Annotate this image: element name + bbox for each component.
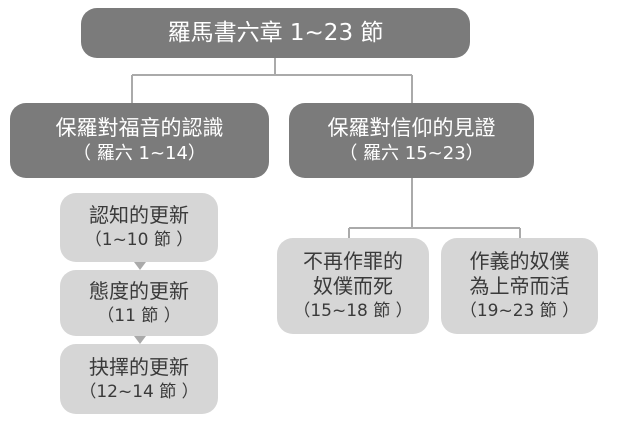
left-item-3-ref: （12~14 節 ） — [79, 381, 199, 402]
right-item-1-line1: 不再作罪的 — [303, 249, 403, 274]
left-item-3-box: 抉擇的更新 （12~14 節 ） — [60, 344, 218, 414]
right-item-2-line2: 為上帝而活 — [469, 274, 570, 299]
right-branch-title: 保羅對信仰的見證 — [327, 116, 496, 141]
right-item-2-line1: 作義的奴僕 — [469, 249, 570, 274]
right-item-2-ref: （19~23 節 ） — [459, 301, 580, 322]
left-item-2-box: 態度的更新 （11 節 ） — [60, 270, 218, 336]
left-item-2-title: 態度的更新 — [89, 278, 189, 303]
right-branch-ref: （ 羅六 15~23） — [339, 143, 484, 165]
left-item-1-box: 認知的更新 （1~10 節 ） — [60, 193, 218, 262]
right-item-1-ref: （15~18 節 ） — [293, 301, 413, 322]
right-item-1-line2: 奴僕而死 — [313, 274, 393, 299]
right-item-2-box: 作義的奴僕 為上帝而活 （19~23 節 ） — [441, 238, 598, 334]
left-item-1-ref: （1~10 節 ） — [84, 230, 194, 251]
root-title-box: 羅馬書六章 1~23 節 — [81, 8, 470, 58]
left-item-2-ref: （11 節 ） — [97, 305, 181, 326]
left-item-3-title: 抉擇的更新 — [89, 354, 189, 379]
left-branch-ref: （ 羅六 1~14） — [73, 143, 206, 165]
right-branch-box: 保羅對信仰的見證 （ 羅六 15~23） — [289, 103, 534, 178]
left-item-1-title: 認知的更新 — [89, 203, 189, 228]
left-branch-box: 保羅對福音的認識 （ 羅六 1~14） — [10, 103, 269, 178]
left-branch-title: 保羅對福音的認識 — [55, 116, 224, 141]
right-item-1-box: 不再作罪的 奴僕而死 （15~18 節 ） — [277, 238, 429, 334]
root-title: 羅馬書六章 1~23 節 — [167, 19, 384, 46]
